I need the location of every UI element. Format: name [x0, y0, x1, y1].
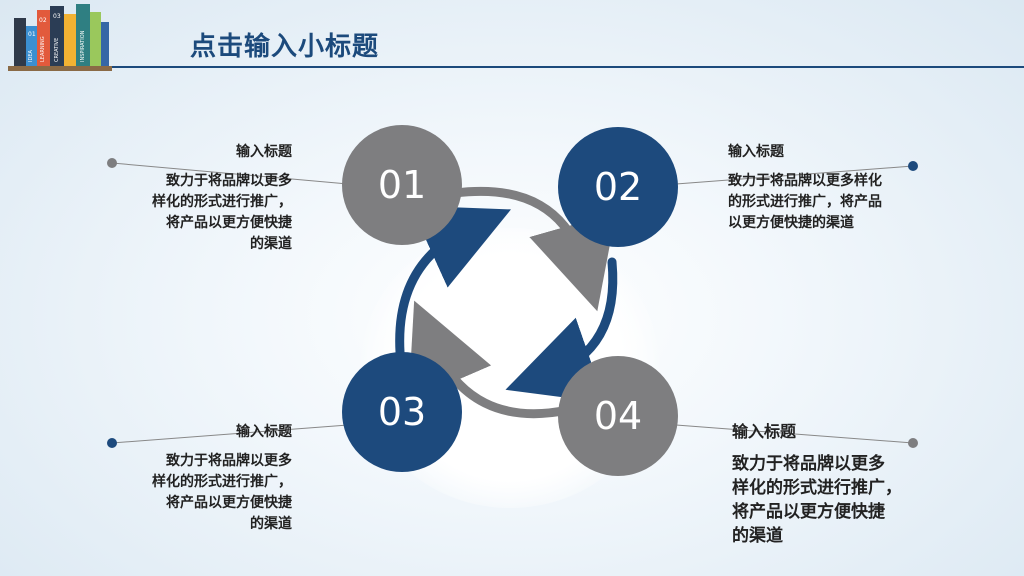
connector-01 — [111, 162, 349, 185]
step-line: 的渠道 — [250, 236, 292, 252]
step-number-04: 04 — [593, 394, 643, 438]
step-heading-04: 输入标题 — [732, 422, 797, 441]
step-line: 的渠道 — [250, 516, 292, 532]
step-text-01: 输入标题 致力于将品牌以更多 样化的形式进行推广， 将产品以更方便快捷 的渠道 — [110, 142, 292, 255]
step-line: 样化的形式进行推广， — [732, 478, 902, 498]
step-line: 以更方便快捷的渠道 — [728, 215, 854, 231]
step-heading-02: 输入标题 — [728, 144, 784, 160]
step-text-02: 输入标题 致力于将品牌以更多样化 的形式进行推广，将产品 以更方便快捷的渠道 — [728, 142, 928, 234]
connector-dot-03 — [107, 438, 117, 448]
step-line: 的形式进行推广，将产品 — [728, 194, 882, 210]
step-line: 致力于将品牌以更多样化 — [728, 173, 882, 189]
books-logo-icon: 01 02 03 IDEA CREATIVE LEARNING INSPIRAT… — [8, 4, 112, 71]
step-line: 致力于将品牌以更多 — [166, 173, 292, 189]
book-label-03: 03 — [53, 13, 61, 20]
book-label-01: 01 — [28, 31, 36, 38]
connector-dot-02 — [908, 161, 918, 171]
connector-04 — [675, 424, 914, 444]
step-circle-03: 03 — [342, 352, 462, 472]
arrow-01-to-02 — [450, 186, 616, 312]
book-label-inspiration: INSPIRATION — [80, 30, 86, 62]
arrow-02-to-04 — [505, 257, 618, 403]
step-line: 样化的形式进行推广， — [152, 474, 292, 490]
page-title: 点击输入小标题 — [190, 32, 380, 62]
step-line: 将产品以更方便快捷 — [166, 495, 292, 511]
step-number-02: 02 — [593, 165, 643, 209]
step-line: 致力于将品牌以更多 — [732, 454, 885, 474]
connector-02 — [675, 165, 914, 185]
step-line: 样化的形式进行推广， — [152, 194, 292, 210]
connector-dot-04 — [908, 438, 918, 448]
connector-03 — [111, 424, 349, 444]
step-circle-01: 01 — [342, 125, 462, 245]
step-circle-04: 04 — [558, 356, 678, 476]
book-label-creative: CREATIVE — [54, 38, 60, 62]
arrow-04-to-03 — [408, 300, 573, 419]
step-line: 的渠道 — [732, 526, 783, 546]
step-circle-02: 02 — [558, 127, 678, 247]
book-label-02: 02 — [39, 17, 47, 24]
step-text-03: 输入标题 致力于将品牌以更多 样化的形式进行推广， 将产品以更方便快捷 的渠道 — [110, 422, 292, 535]
step-number-03: 03 — [377, 390, 427, 434]
book-label-idea: IDEA — [28, 50, 34, 62]
step-line: 将产品以更方便快捷 — [732, 502, 885, 522]
step-line: 将产品以更方便快捷 — [166, 215, 292, 231]
step-text-04: 输入标题 致力于将品牌以更多 样化的形式进行推广， 将产品以更方便快捷 的渠道 — [732, 420, 932, 548]
connector-dot-01 — [107, 158, 117, 168]
header-divider — [112, 66, 1024, 68]
step-heading-03: 输入标题 — [236, 424, 292, 440]
step-heading-01: 输入标题 — [236, 144, 292, 160]
step-line: 致力于将品牌以更多 — [166, 453, 292, 469]
book-label-learning: LEARNING — [40, 36, 46, 62]
arrow-03-to-01 — [395, 205, 511, 357]
step-number-01: 01 — [377, 163, 427, 207]
